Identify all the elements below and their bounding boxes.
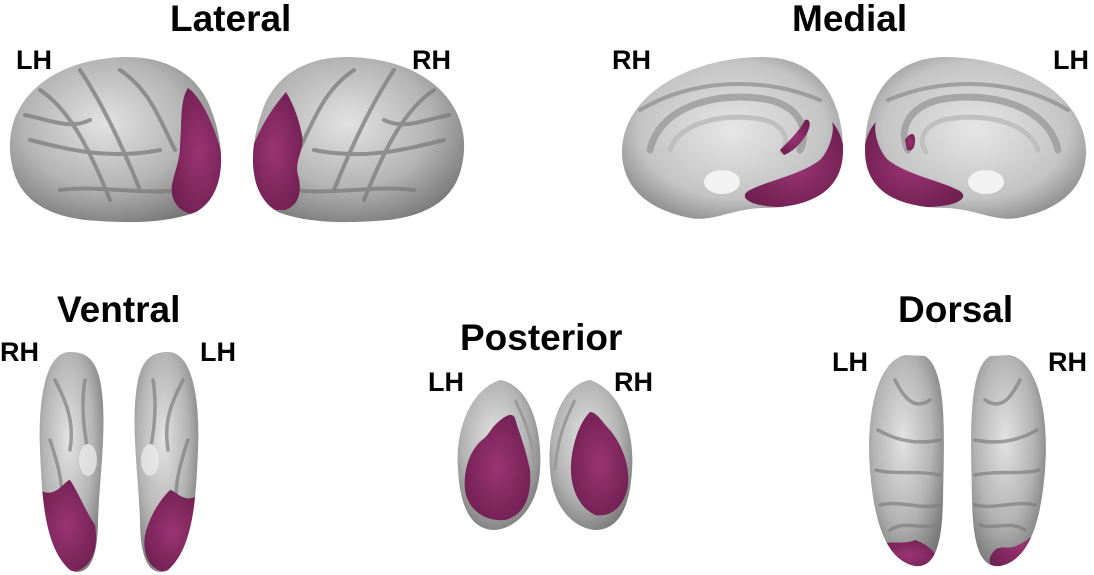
dorsal-right-hemisphere-label: RH [1048, 347, 1087, 377]
lateral-right-hemisphere-label: RH [412, 45, 451, 75]
posterior-view-title: Posterior [460, 317, 623, 358]
lateral-left-hemisphere-label: LH [16, 45, 52, 75]
dorsal-rh-hemisphere [971, 355, 1046, 567]
posterior-left-hemisphere-label: LH [428, 367, 464, 397]
dorsal-rh-highlight-region [989, 515, 1046, 567]
posterior-rh-highlight-region [570, 412, 629, 516]
posterior-rh-hemisphere [549, 380, 633, 530]
lateral-lh-highlight-region [171, 88, 222, 215]
medial-lh-hemisphere [865, 56, 1087, 219]
dorsal-lh-hemisphere [869, 355, 944, 567]
dorsal-view-title: Dorsal [898, 289, 1014, 330]
ventral-lh-hemisphere [134, 352, 199, 572]
medial-view-title: Medial [792, 0, 908, 39]
medial-rh-highlight-region [744, 122, 843, 208]
ventral-rh-hemisphere [39, 352, 104, 572]
ventral-left-hemisphere-label: RH [0, 337, 39, 367]
dorsal-left-hemisphere-label: LH [832, 347, 868, 377]
medial-lh-highlight-region [865, 122, 964, 208]
medial-left-hemisphere-label: RH [612, 45, 651, 75]
ventral-view-title: Ventral [57, 289, 181, 330]
lateral-rh-highlight-region [252, 92, 303, 211]
medial-right-hemisphere-label: LH [1053, 45, 1089, 75]
posterior-lh-hemisphere [457, 380, 541, 530]
posterior-lh-highlight-region [464, 414, 531, 521]
lateral-view-title: Lateral [170, 0, 292, 39]
ventral-right-hemisphere-label: LH [200, 337, 236, 367]
medial-rh-hemisphere [621, 56, 843, 219]
lateral-rh-hemisphere [252, 57, 465, 223]
lateral-lh-hemisphere [9, 57, 222, 223]
posterior-right-hemisphere-label: RH [614, 367, 653, 397]
